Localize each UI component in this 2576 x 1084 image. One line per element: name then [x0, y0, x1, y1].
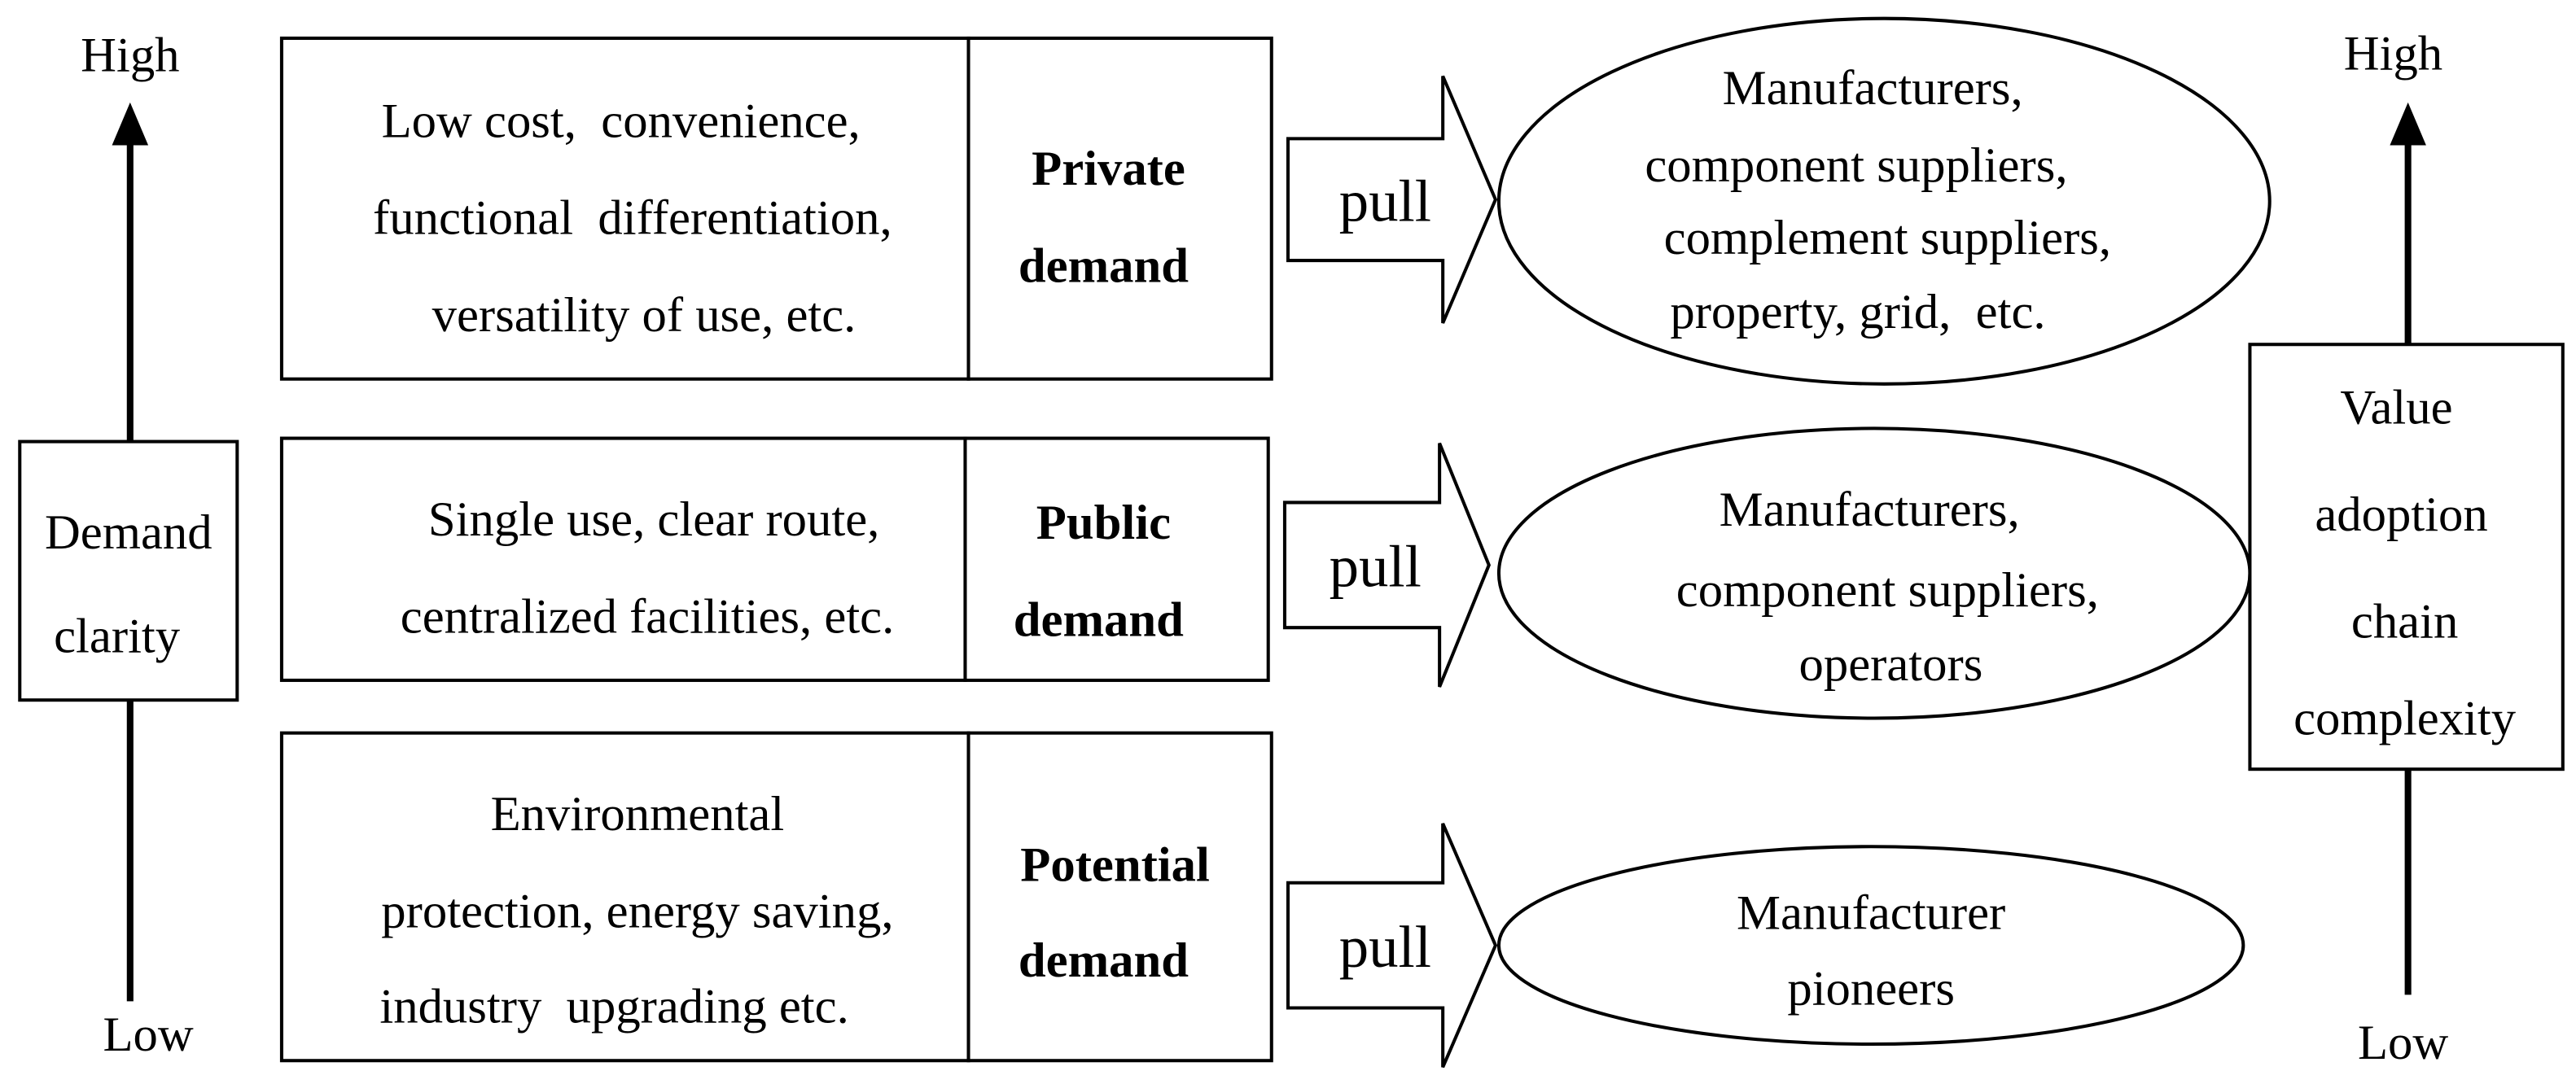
right-axis-low-label: Low — [2358, 1016, 2448, 1070]
public-actors-line-3: operators — [1799, 637, 1983, 692]
potential-demand-box — [966, 731, 1273, 1063]
public-description-box — [279, 436, 967, 682]
left-axis-arrowhead-icon — [112, 102, 149, 146]
left-axis-low-label: Low — [103, 1008, 193, 1062]
right-axis-arrowhead-icon — [2390, 102, 2426, 146]
private-pull-label: pull — [1339, 168, 1431, 234]
value-chain-label-line-3: chain — [2351, 594, 2458, 649]
private-description-line-2: functional differentiation, — [373, 191, 892, 246]
public-actors-line-2: component suppliers, — [1676, 563, 2099, 618]
potential-description-box — [279, 731, 970, 1063]
demand-clarity-label-line-2: clarity — [54, 610, 181, 664]
potential-demand-label-line-2: demand — [1019, 933, 1189, 988]
private-demand-box — [966, 36, 1273, 381]
private-pull-arrow — [1286, 75, 1498, 324]
demand-clarity-box — [18, 439, 239, 702]
potential-pull-label: pull — [1339, 914, 1431, 980]
right-axis: High Low Value adoption chain complexity — [2248, 26, 2565, 1070]
private-actors-line-3: complement suppliers, — [1664, 211, 2111, 265]
private-description-line-3: versatility of use, etc. — [432, 288, 856, 343]
public-description-line-2: centralized facilities, etc. — [401, 589, 895, 644]
potential-description-line-1: Environmental — [491, 787, 785, 841]
row-public: Single use, clear route, centralized fac… — [279, 426, 2252, 720]
value-chain-label-line-1: Value — [2340, 380, 2452, 435]
private-description-box — [279, 36, 970, 381]
row-potential: Environmental protection, energy saving,… — [279, 731, 2245, 1069]
row-private: Low cost, convenience, functional differ… — [279, 16, 2272, 386]
potential-pull-arrow — [1286, 823, 1498, 1069]
potential-actors-line-1: Manufacturer — [1737, 885, 2005, 940]
private-demand-label-line-2: demand — [1019, 238, 1189, 293]
public-actors-line-1: Manufacturers, — [1720, 483, 2020, 537]
private-actors-line-2: component suppliers, — [1645, 138, 2067, 193]
private-description-line-1: Low cost, convenience, — [382, 94, 861, 148]
left-axis: High Low Demand clarity — [18, 28, 239, 1062]
private-actors-line-1: Manufacturers, — [1723, 61, 2023, 116]
potential-description-line-3: industry upgrading etc. — [379, 980, 848, 1034]
private-actors-ellipse — [1496, 16, 2272, 386]
value-chain-label-line-4: complexity — [2293, 692, 2517, 746]
left-axis-high-label: High — [81, 28, 179, 82]
private-demand-label-line-1: Private — [1032, 142, 1185, 196]
public-demand-box — [963, 436, 1270, 682]
potential-demand-label-line-1: Potential — [1020, 838, 1210, 893]
value-chain-label-line-2: adoption — [2315, 487, 2487, 542]
private-actors-line-4: property, grid, etc. — [1670, 285, 2045, 339]
demand-clarity-label-line-1: Demand — [45, 505, 212, 560]
potential-actors-line-2: pioneers — [1787, 961, 1955, 1016]
public-pull-arrow — [1282, 442, 1491, 688]
value-chain-complexity-box — [2248, 343, 2565, 771]
public-demand-label-line-2: demand — [1014, 592, 1184, 647]
potential-description-line-2: protection, energy saving, — [381, 884, 893, 938]
right-axis-high-label: High — [2344, 26, 2442, 81]
potential-actors-ellipse — [1496, 845, 2245, 1047]
public-demand-label-line-1: Public — [1036, 496, 1171, 550]
public-pull-label: pull — [1330, 534, 1422, 600]
public-description-line-1: Single use, clear route, — [428, 492, 879, 547]
